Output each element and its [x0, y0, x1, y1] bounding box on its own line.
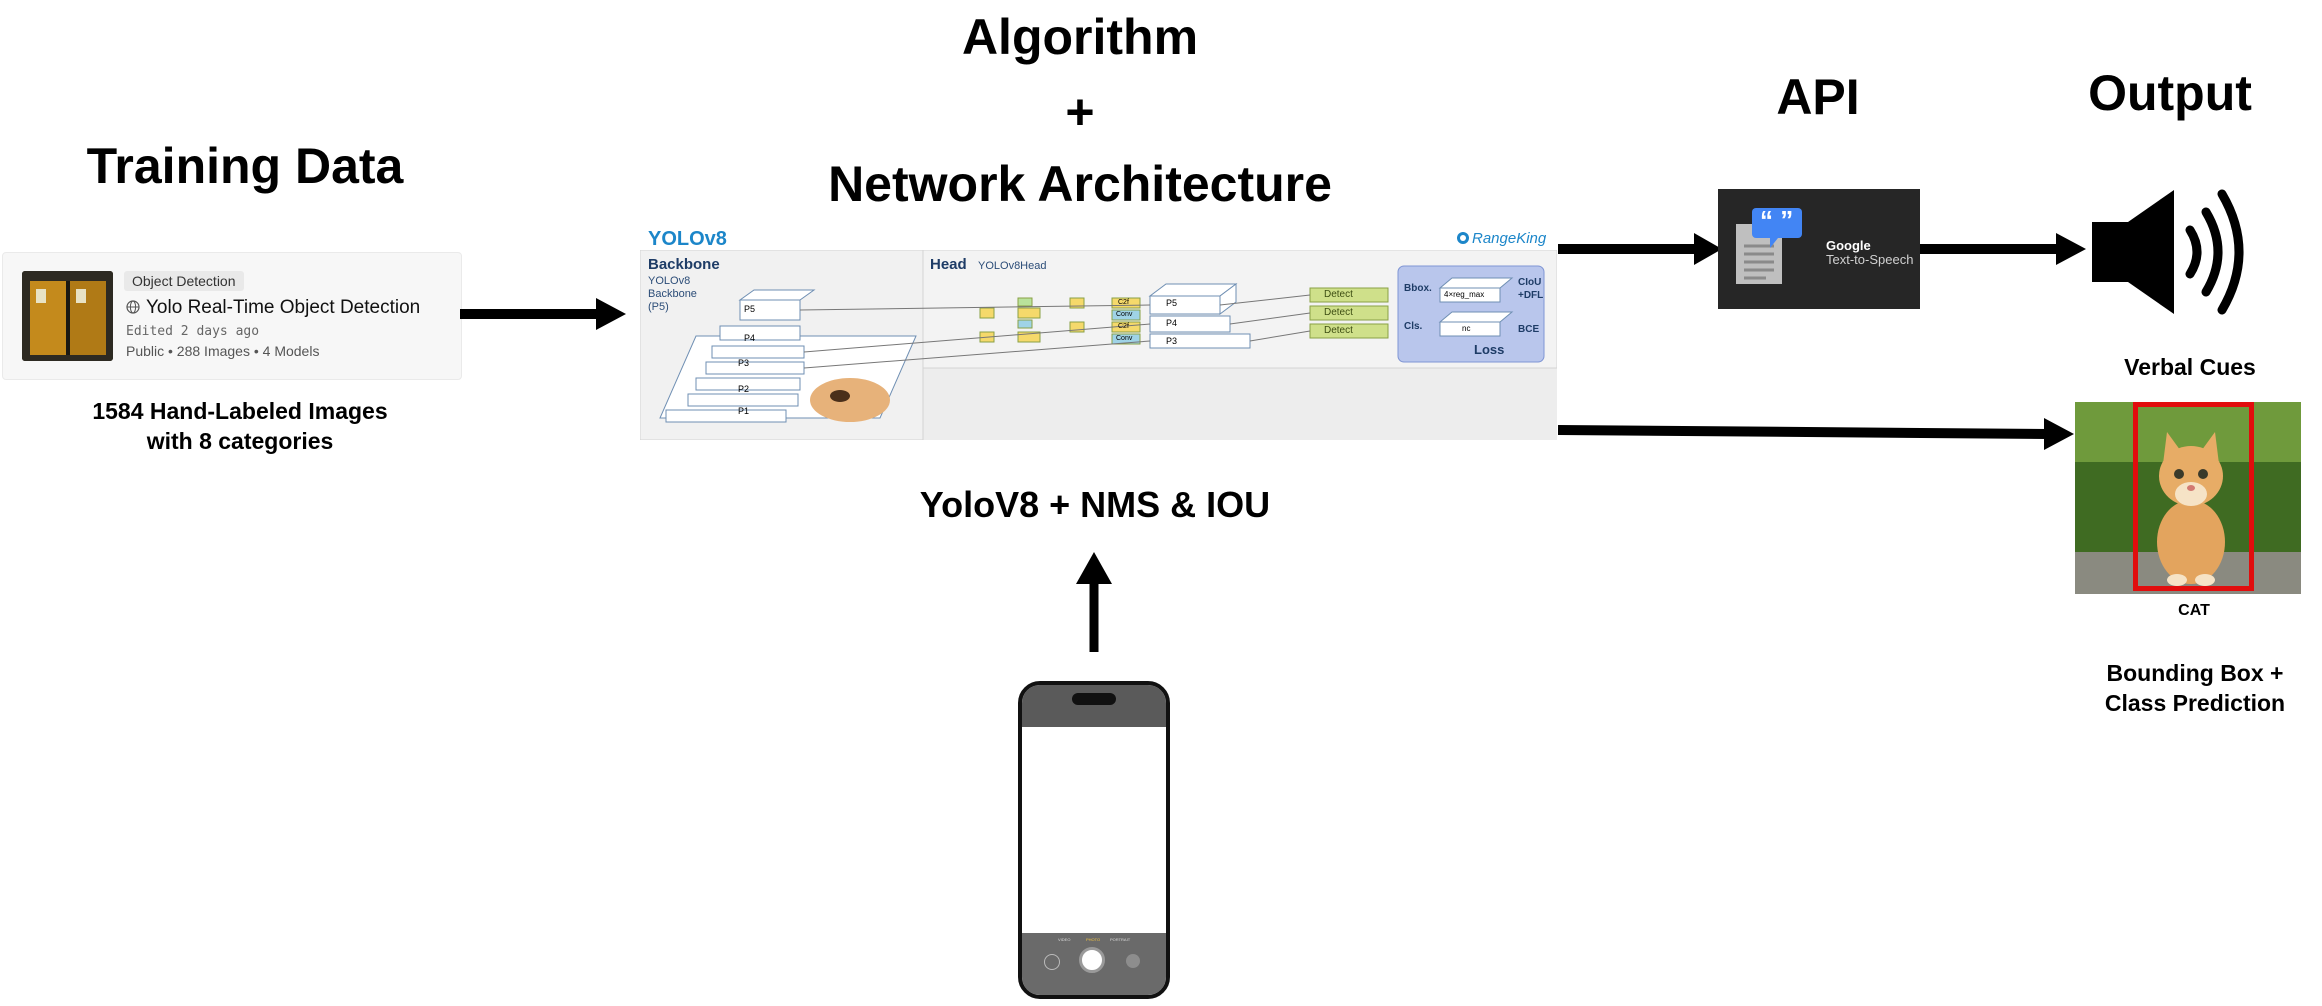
pyramid-level-p2: P2	[738, 384, 750, 394]
arrow-phone-to-model	[1076, 552, 1112, 652]
phone-camera: VIDEO PHOTO PORTRAIT	[1018, 681, 1170, 999]
flip-camera-icon[interactable]	[1126, 954, 1140, 968]
dataset-tag: Object Detection	[124, 271, 244, 291]
head-level-p3: P3	[1166, 336, 1178, 346]
loss-nc: nc	[1462, 324, 1471, 333]
algorithm-caption: YoloV8 + NMS & IOU	[919, 484, 1271, 525]
loss-bce: BCE	[1518, 324, 1540, 335]
pyramid-level-p1: P1	[738, 406, 750, 416]
arrow-api-to-speaker	[1920, 233, 2086, 265]
backbone-sub1: YOLOv8	[648, 275, 691, 287]
class-label: CAT	[2178, 602, 2210, 619]
dataset-title[interactable]: Yolo Real-Time Object Detection	[146, 297, 421, 318]
backbone-sub2: Backbone	[648, 288, 697, 300]
head-sub: YOLOv8Head	[978, 260, 1047, 272]
architecture-diagram	[639, 249, 1558, 441]
output-caption-line1: Bounding Box +	[2106, 660, 2284, 686]
verbal-cues-label: Verbal Cues	[2124, 354, 2256, 380]
loss-bbox-label: Bbox.	[1404, 283, 1432, 294]
phone-notch	[1072, 693, 1116, 705]
api-brand-tts: Text-to-Speech	[1826, 252, 1914, 267]
heading-network-architecture: Network Architecture	[828, 156, 1332, 212]
quote-glyph: “ ”	[1760, 205, 1794, 235]
pyramid-level-p4: P4	[744, 333, 756, 343]
bounding-box	[2133, 402, 2254, 591]
gallery-thumbnail-icon[interactable]	[1044, 954, 1060, 970]
conv-op-2: Conv	[1116, 335, 1133, 342]
head-label: Head	[930, 256, 967, 273]
loss-title: Loss	[1474, 342, 1505, 357]
output-caption-line2: Class Prediction	[2104, 690, 2286, 716]
output-cat-image	[2075, 402, 2301, 594]
loss-reg-max: 4×reg_max	[1444, 290, 1485, 299]
camera-mode-video[interactable]: VIDEO	[1058, 937, 1071, 942]
architecture-title: YOLOv8	[648, 228, 727, 250]
backbone-label: Backbone	[648, 256, 720, 273]
loss-dfl: +DFL	[1518, 290, 1544, 301]
camera-mode-photo[interactable]: PHOTO	[1086, 937, 1101, 942]
heading-plus: +	[1065, 84, 1095, 140]
detect-box-3: Detect	[1324, 325, 1353, 336]
architecture-brand: RangeKing	[1472, 230, 1547, 247]
training-caption-line2: with 8 categories	[146, 428, 334, 454]
arrow-training-to-model	[460, 298, 626, 330]
heading-api: API	[1776, 69, 1860, 125]
heading-algorithm: Algorithm	[961, 9, 1199, 65]
dataset-meta: Public • 288 Images • 4 Models	[126, 343, 320, 359]
dataset-edited: Edited 2 days ago	[126, 324, 260, 339]
dataset-thumbnail	[22, 271, 113, 361]
api-brand-google: Google	[1826, 238, 1871, 253]
camera-mode-portrait[interactable]: PORTRAIT	[1110, 937, 1131, 942]
pyramid-level-p5: P5	[744, 304, 756, 314]
speaker-icon	[2092, 188, 2260, 316]
head-level-p4: P4	[1166, 318, 1178, 328]
heading-output: Output	[2088, 65, 2252, 121]
arrow-model-to-api	[1558, 233, 1722, 265]
loss-cls-label: Cls.	[1404, 321, 1423, 332]
conv-op-1: Conv	[1116, 311, 1133, 318]
heading-training-data: Training Data	[86, 138, 404, 194]
head-level-p5: P5	[1166, 298, 1178, 308]
detect-box-1: Detect	[1324, 289, 1353, 300]
loss-ciou: CIoU	[1518, 277, 1542, 288]
backbone-sub3: (P5)	[648, 301, 669, 313]
rangeking-logo-icon	[1456, 231, 1470, 245]
c2f-op-1: C2f	[1118, 299, 1129, 306]
training-caption-line1: 1584 Hand-Labeled Images	[92, 398, 388, 424]
speech-bubble-icon	[1752, 208, 1802, 248]
c2f-op-2: C2f	[1118, 323, 1129, 330]
camera-viewfinder	[1022, 727, 1166, 933]
shutter-button[interactable]	[1079, 947, 1105, 973]
detect-box-2: Detect	[1324, 307, 1353, 318]
globe-icon	[126, 300, 140, 314]
pyramid-level-p3: P3	[738, 358, 750, 368]
arrow-model-to-output	[1558, 418, 2074, 450]
